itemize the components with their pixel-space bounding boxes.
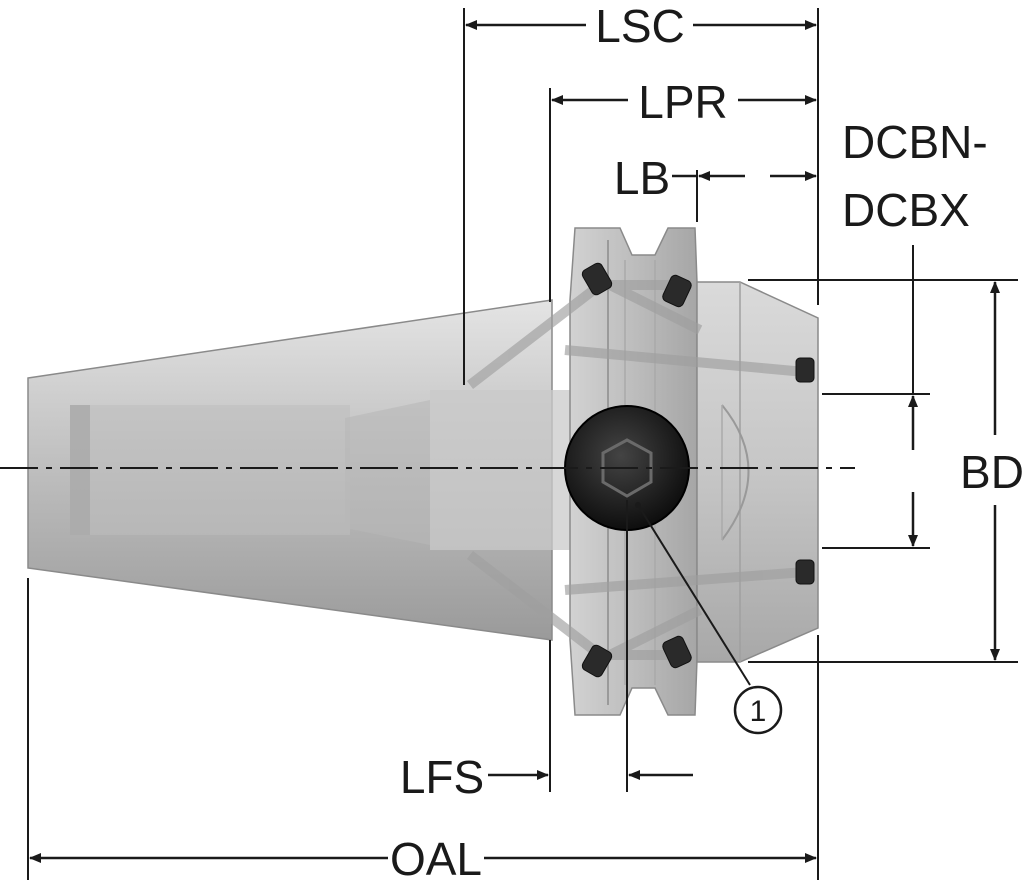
set-screw (795, 559, 815, 585)
label-bd: BD (960, 446, 1024, 498)
label-lfs: LFS (400, 751, 484, 803)
callout-number: 1 (750, 695, 767, 728)
set-screws (581, 262, 815, 678)
set-screw (581, 644, 613, 678)
set-screw (662, 274, 692, 308)
callout-circle (733, 685, 783, 735)
set-screw (662, 635, 692, 669)
label-lpr: LPR (638, 76, 727, 128)
extension-lines (27, 8, 1018, 880)
label-oal: OAL (390, 833, 482, 885)
tool-body (27, 227, 819, 716)
nose (696, 281, 819, 663)
callout: 1 (635, 502, 783, 735)
dimension-labels: LSC LPR LB DCBN- DCBX BD LFS OAL (390, 0, 1024, 885)
set-screw (795, 357, 815, 383)
label-dcbx: DCBX (842, 184, 970, 236)
dimension-lines (29, 20, 1000, 863)
label-dcbn: DCBN- (842, 116, 988, 168)
label-lb: LB (614, 152, 670, 204)
bore-lens (721, 404, 750, 541)
shank-bore (70, 405, 350, 535)
set-screw (581, 262, 613, 296)
inner-bore (430, 390, 580, 550)
label-lsc: LSC (595, 0, 684, 52)
